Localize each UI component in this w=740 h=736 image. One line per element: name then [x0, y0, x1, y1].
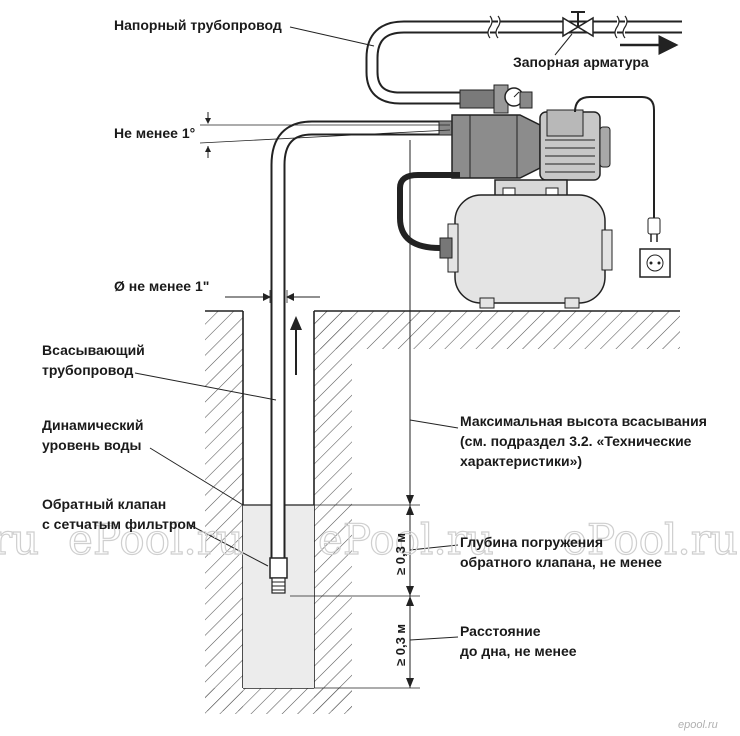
power-socket-icon — [639, 248, 671, 278]
dim-label-depth: ≥ 0,3 м — [393, 533, 408, 575]
watermark-corner: epool.ru — [678, 719, 718, 731]
label-dynamic-level-1: Динамический — [42, 417, 144, 433]
label-max-suction-3: характеристики») — [460, 453, 582, 469]
watermark-center: ePool.ru — [68, 515, 244, 564]
watermark-center2: ePool.ru — [318, 515, 494, 564]
label-check-valve-2: с сетчатым фильтром — [42, 516, 196, 532]
flow-up-arrow-icon — [290, 316, 302, 375]
dim-label-bottom: ≥ 0,3 м — [393, 624, 408, 666]
label-valve-depth-1: Глубина погружения — [460, 534, 603, 550]
shutoff-valve-icon — [562, 11, 594, 38]
watermarks: ru ePool.ru ePool.ru ePool.ru epool.ru — [0, 514, 739, 731]
label-check-valve-1: Обратный клапан — [42, 496, 166, 512]
label-min-slope: Не менее 1° — [114, 125, 195, 141]
leader-lines — [134, 26, 573, 641]
label-bottom-dist-2: до дна, не менее — [460, 643, 577, 659]
label-min-diameter: Ø не менее 1" — [114, 278, 209, 294]
label-dynamic-level-2: уровень воды — [42, 437, 142, 453]
watermark-right: ePool.ru — [562, 515, 738, 564]
pressure-tank — [397, 172, 613, 309]
pump-unit — [451, 84, 611, 211]
labels: Напорный трубопровод Запорная арматура Н… — [42, 17, 707, 666]
label-max-suction-1: Максимальная высота всасывания — [460, 413, 707, 429]
label-suction-pipeline-2: трубопровод — [42, 362, 134, 378]
pressure-pipe — [365, 15, 682, 105]
label-shutoff-valve: Запорная арматура — [513, 54, 649, 70]
label-pressure-pipeline: Напорный трубопровод — [114, 17, 282, 33]
dimension-lines — [199, 112, 451, 689]
watermark-left: ru — [0, 515, 39, 564]
suction-pipe — [270, 120, 454, 566]
label-valve-depth-2: обратного клапана, не менее — [460, 554, 662, 570]
label-suction-pipeline-1: Всасывающий — [42, 342, 145, 358]
check-valve-icon — [269, 557, 288, 594]
label-max-suction-2: (см. подраздел 3.2. «Технические — [460, 433, 692, 449]
power-cable — [574, 96, 661, 242]
label-bottom-dist-1: Расстояние — [460, 623, 541, 639]
